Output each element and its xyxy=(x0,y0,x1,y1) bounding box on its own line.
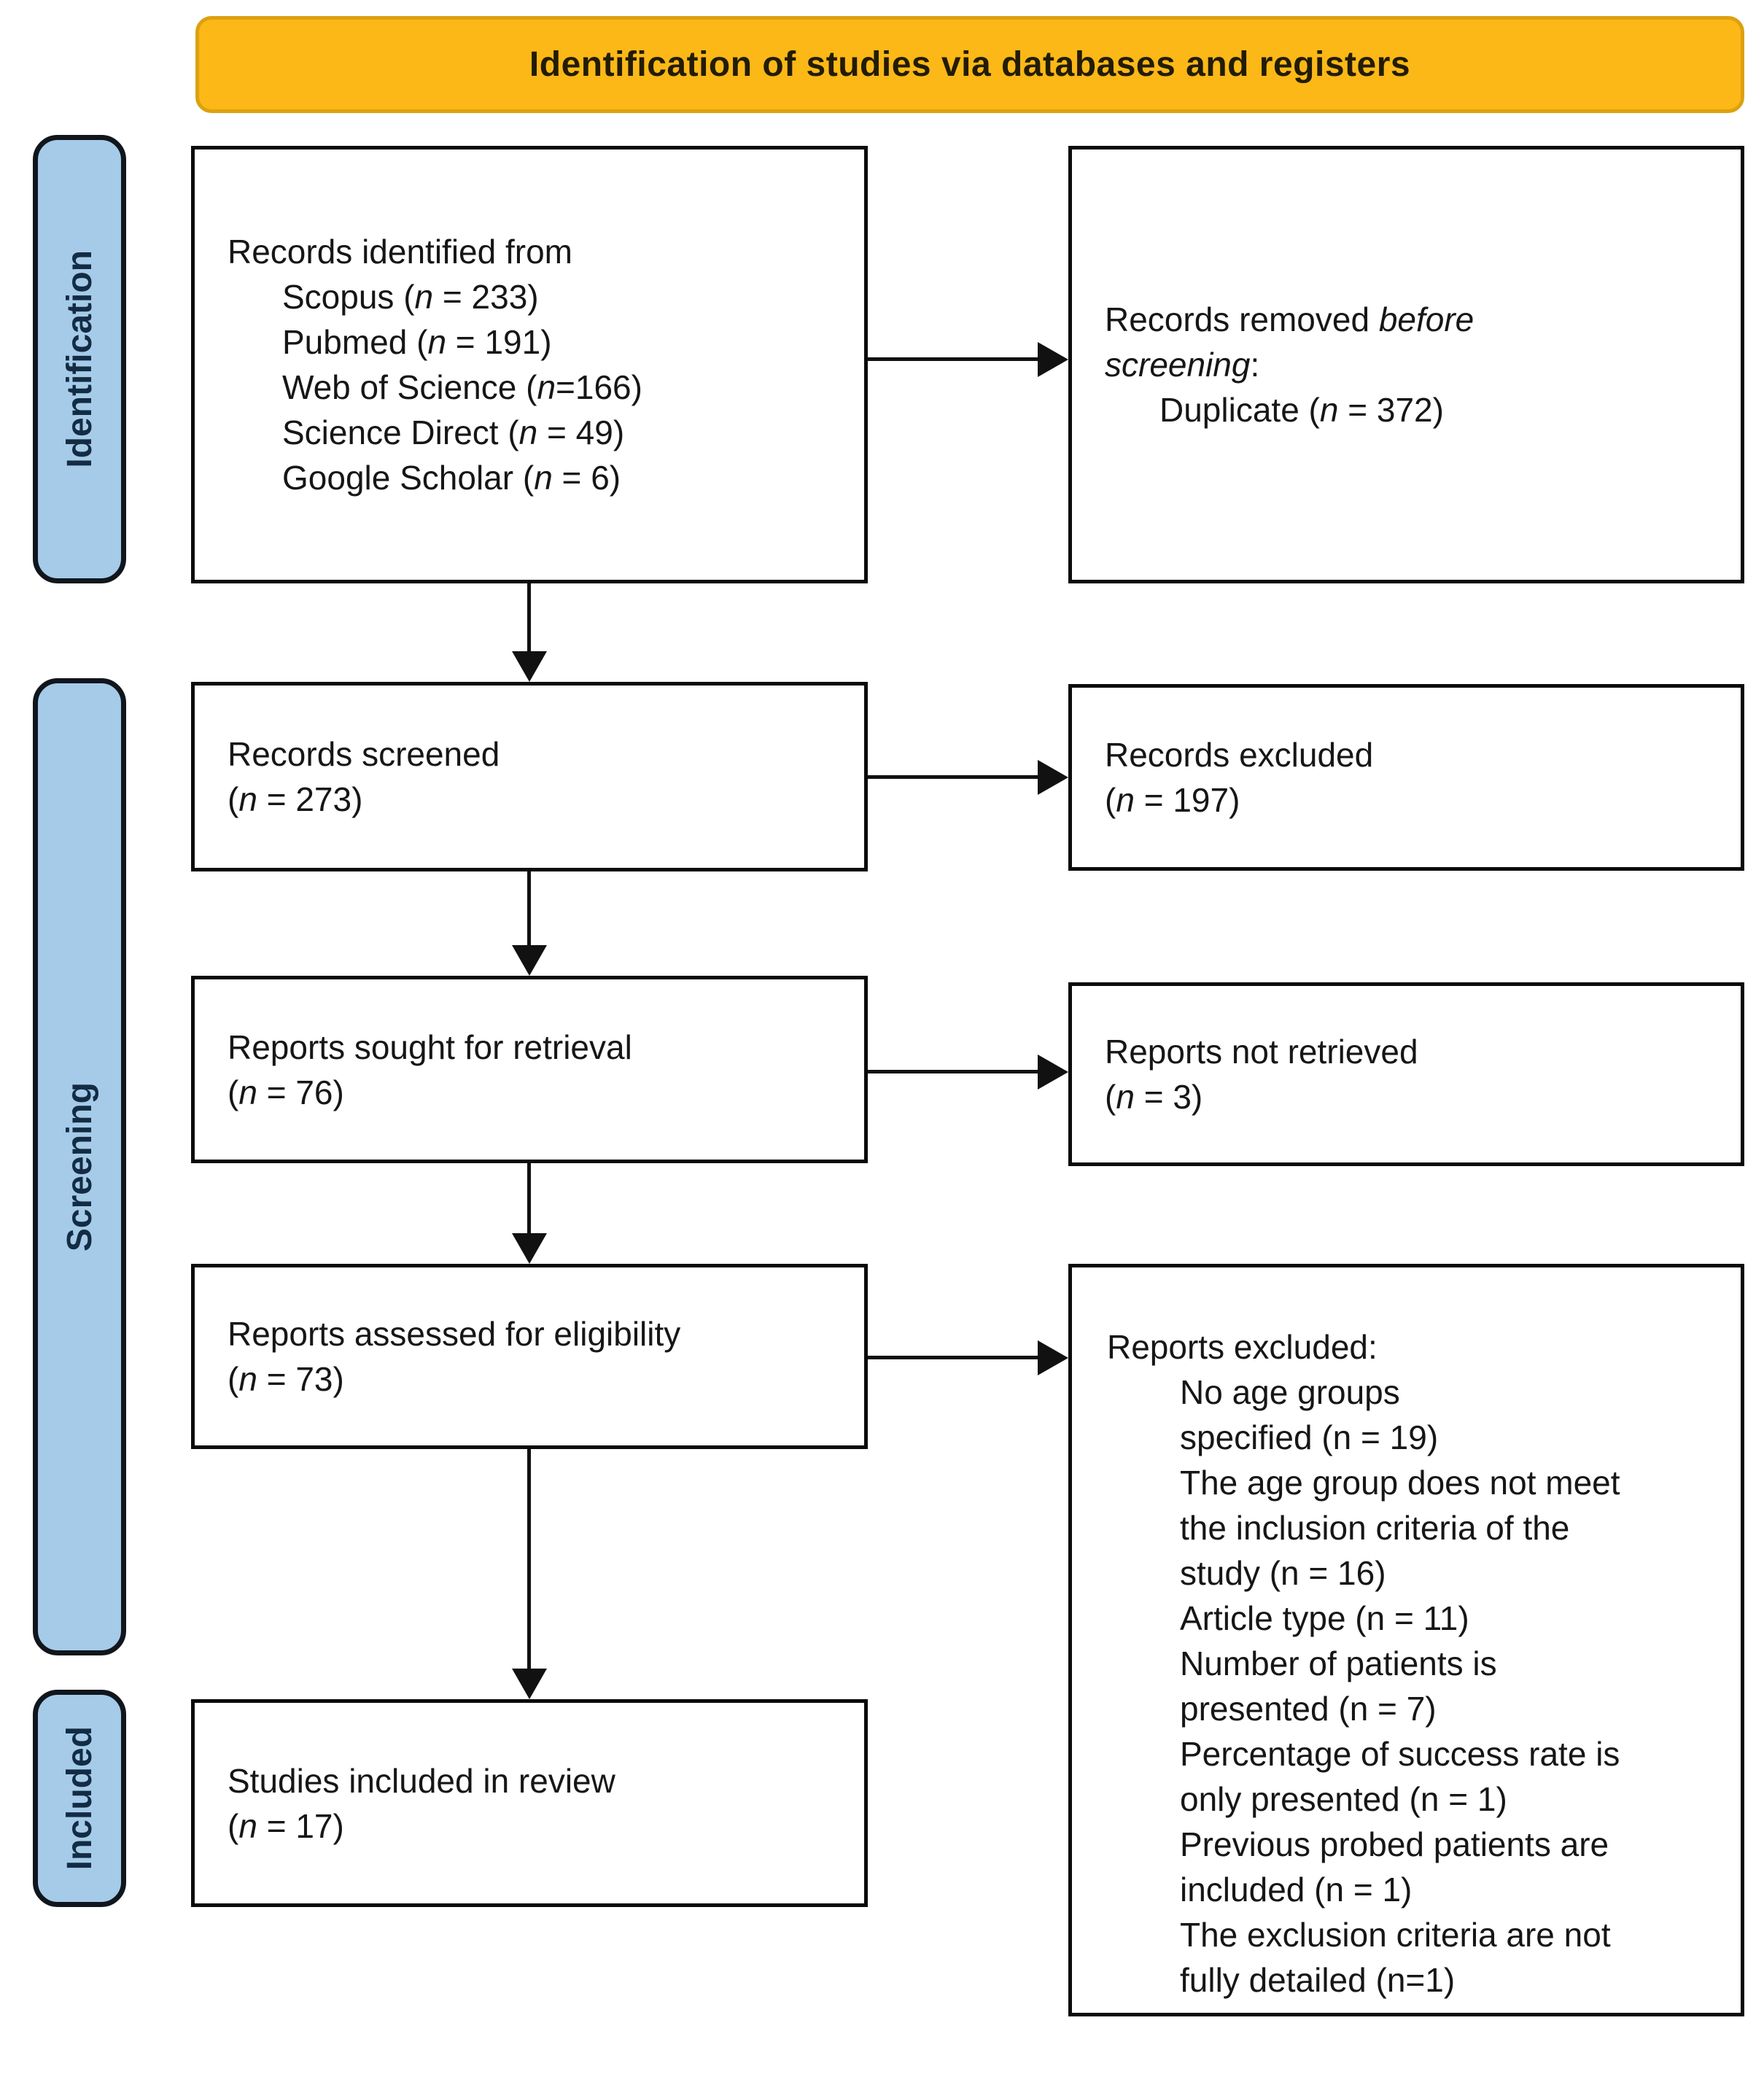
exclusion-reason: The exclusion criteria are not xyxy=(1180,1916,1611,1954)
exclusion-reason: specified (n = 19) xyxy=(1180,1418,1439,1456)
arrow-screened-to-sought xyxy=(527,871,531,948)
stage-bar-screening: Screening xyxy=(33,678,126,1655)
box-title-line2: screening: xyxy=(1105,346,1260,384)
box-records-identified: Records identified from Scopus (n = 233)… xyxy=(191,146,868,583)
box-reports-assessed: Reports assessed for eligibility (n = 73… xyxy=(191,1264,868,1449)
banner: Identification of studies via databases … xyxy=(195,16,1744,113)
box-title: Records screened xyxy=(228,735,500,773)
arrowhead-down-icon xyxy=(512,1669,547,1699)
stage-bar-included: Included xyxy=(33,1690,126,1907)
arrowhead-right-icon xyxy=(1038,760,1068,795)
stage-label-screening: Screening xyxy=(60,1082,99,1252)
box-reports-sought: Reports sought for retrieval (n = 76) xyxy=(191,976,868,1163)
source-count: Google Scholar (n = 6) xyxy=(282,459,621,497)
box-count: (n = 3) xyxy=(1105,1078,1203,1116)
exclusion-reason: study (n = 16) xyxy=(1180,1554,1386,1592)
banner-title: Identification of studies via databases … xyxy=(529,45,1411,84)
exclusion-reason: Article type (n = 11) xyxy=(1180,1599,1469,1637)
box-reports-excluded: Reports excluded: No age groups specifie… xyxy=(1068,1264,1744,2016)
arrowhead-down-icon xyxy=(512,1233,547,1264)
exclusion-reason: Percentage of success rate is xyxy=(1180,1735,1620,1773)
exclusion-reason: included (n = 1) xyxy=(1180,1871,1413,1908)
exclusion-reason: Number of patients is xyxy=(1180,1644,1497,1682)
exclusion-reason: fully detailed (n=1) xyxy=(1180,1961,1456,1999)
arrowhead-down-icon xyxy=(512,945,547,976)
box-title: Records identified from xyxy=(228,233,572,271)
exclusion-reason: No age groups xyxy=(1180,1373,1400,1411)
arrowhead-right-icon xyxy=(1038,342,1068,377)
box-count: (n = 76) xyxy=(228,1073,344,1111)
box-title: Records excluded xyxy=(1105,736,1374,774)
arrowhead-down-icon xyxy=(512,651,547,682)
box-studies-included: Studies included in review (n = 17) xyxy=(191,1699,868,1907)
box-count: (n = 73) xyxy=(228,1360,344,1398)
box-reports-not-retrieved: Reports not retrieved (n = 3) xyxy=(1068,982,1744,1166)
exclusion-reason: only presented (n = 1) xyxy=(1180,1780,1507,1818)
box-title-line1: Records removed before xyxy=(1105,300,1474,338)
arrowhead-right-icon xyxy=(1038,1340,1068,1375)
stage-label-identification: Identification xyxy=(60,250,99,468)
arrow-sought-to-assessed xyxy=(527,1163,531,1236)
stage-bar-identification: Identification xyxy=(33,135,126,583)
arrow-identified-to-screened xyxy=(527,583,531,654)
box-count: (n = 197) xyxy=(1105,781,1240,819)
arrow-assessed-to-excluded xyxy=(868,1356,1041,1359)
exclusion-reason: the inclusion criteria of the xyxy=(1180,1509,1570,1547)
exclusion-reason: presented (n = 7) xyxy=(1180,1690,1437,1728)
box-count: (n = 273) xyxy=(228,780,363,818)
box-records-screened: Records screened (n = 273) xyxy=(191,682,868,871)
stage-label-included: Included xyxy=(60,1726,99,1871)
box-count: (n = 17) xyxy=(228,1806,344,1845)
exclusion-reason: Previous probed patients are xyxy=(1180,1825,1609,1863)
arrowhead-right-icon xyxy=(1038,1055,1068,1090)
source-count: Pubmed (n = 191) xyxy=(282,323,552,361)
box-records-excluded: Records excluded (n = 197) xyxy=(1068,684,1744,871)
box-title: Reports excluded: xyxy=(1107,1328,1378,1366)
source-count: Science Direct (n = 49) xyxy=(282,413,625,451)
duplicate-count: Duplicate (n = 372) xyxy=(1159,391,1444,429)
source-count: Web of Science (n=166) xyxy=(282,368,642,406)
arrow-screened-to-excluded xyxy=(868,775,1041,779)
box-title: Reports sought for retrieval xyxy=(228,1028,632,1066)
arrow-identified-to-removed xyxy=(868,357,1041,361)
box-title: Reports assessed for eligibility xyxy=(228,1315,681,1353)
box-records-removed: Records removed before screening: Duplic… xyxy=(1068,146,1744,583)
box-title: Studies included in review xyxy=(228,1761,615,1800)
arrow-assessed-to-included xyxy=(527,1449,531,1671)
arrow-sought-to-not-retrieved xyxy=(868,1070,1041,1073)
exclusion-reason: The age group does not meet xyxy=(1180,1464,1620,1502)
box-title: Reports not retrieved xyxy=(1105,1033,1418,1071)
source-count: Scopus (n = 233) xyxy=(282,278,539,316)
